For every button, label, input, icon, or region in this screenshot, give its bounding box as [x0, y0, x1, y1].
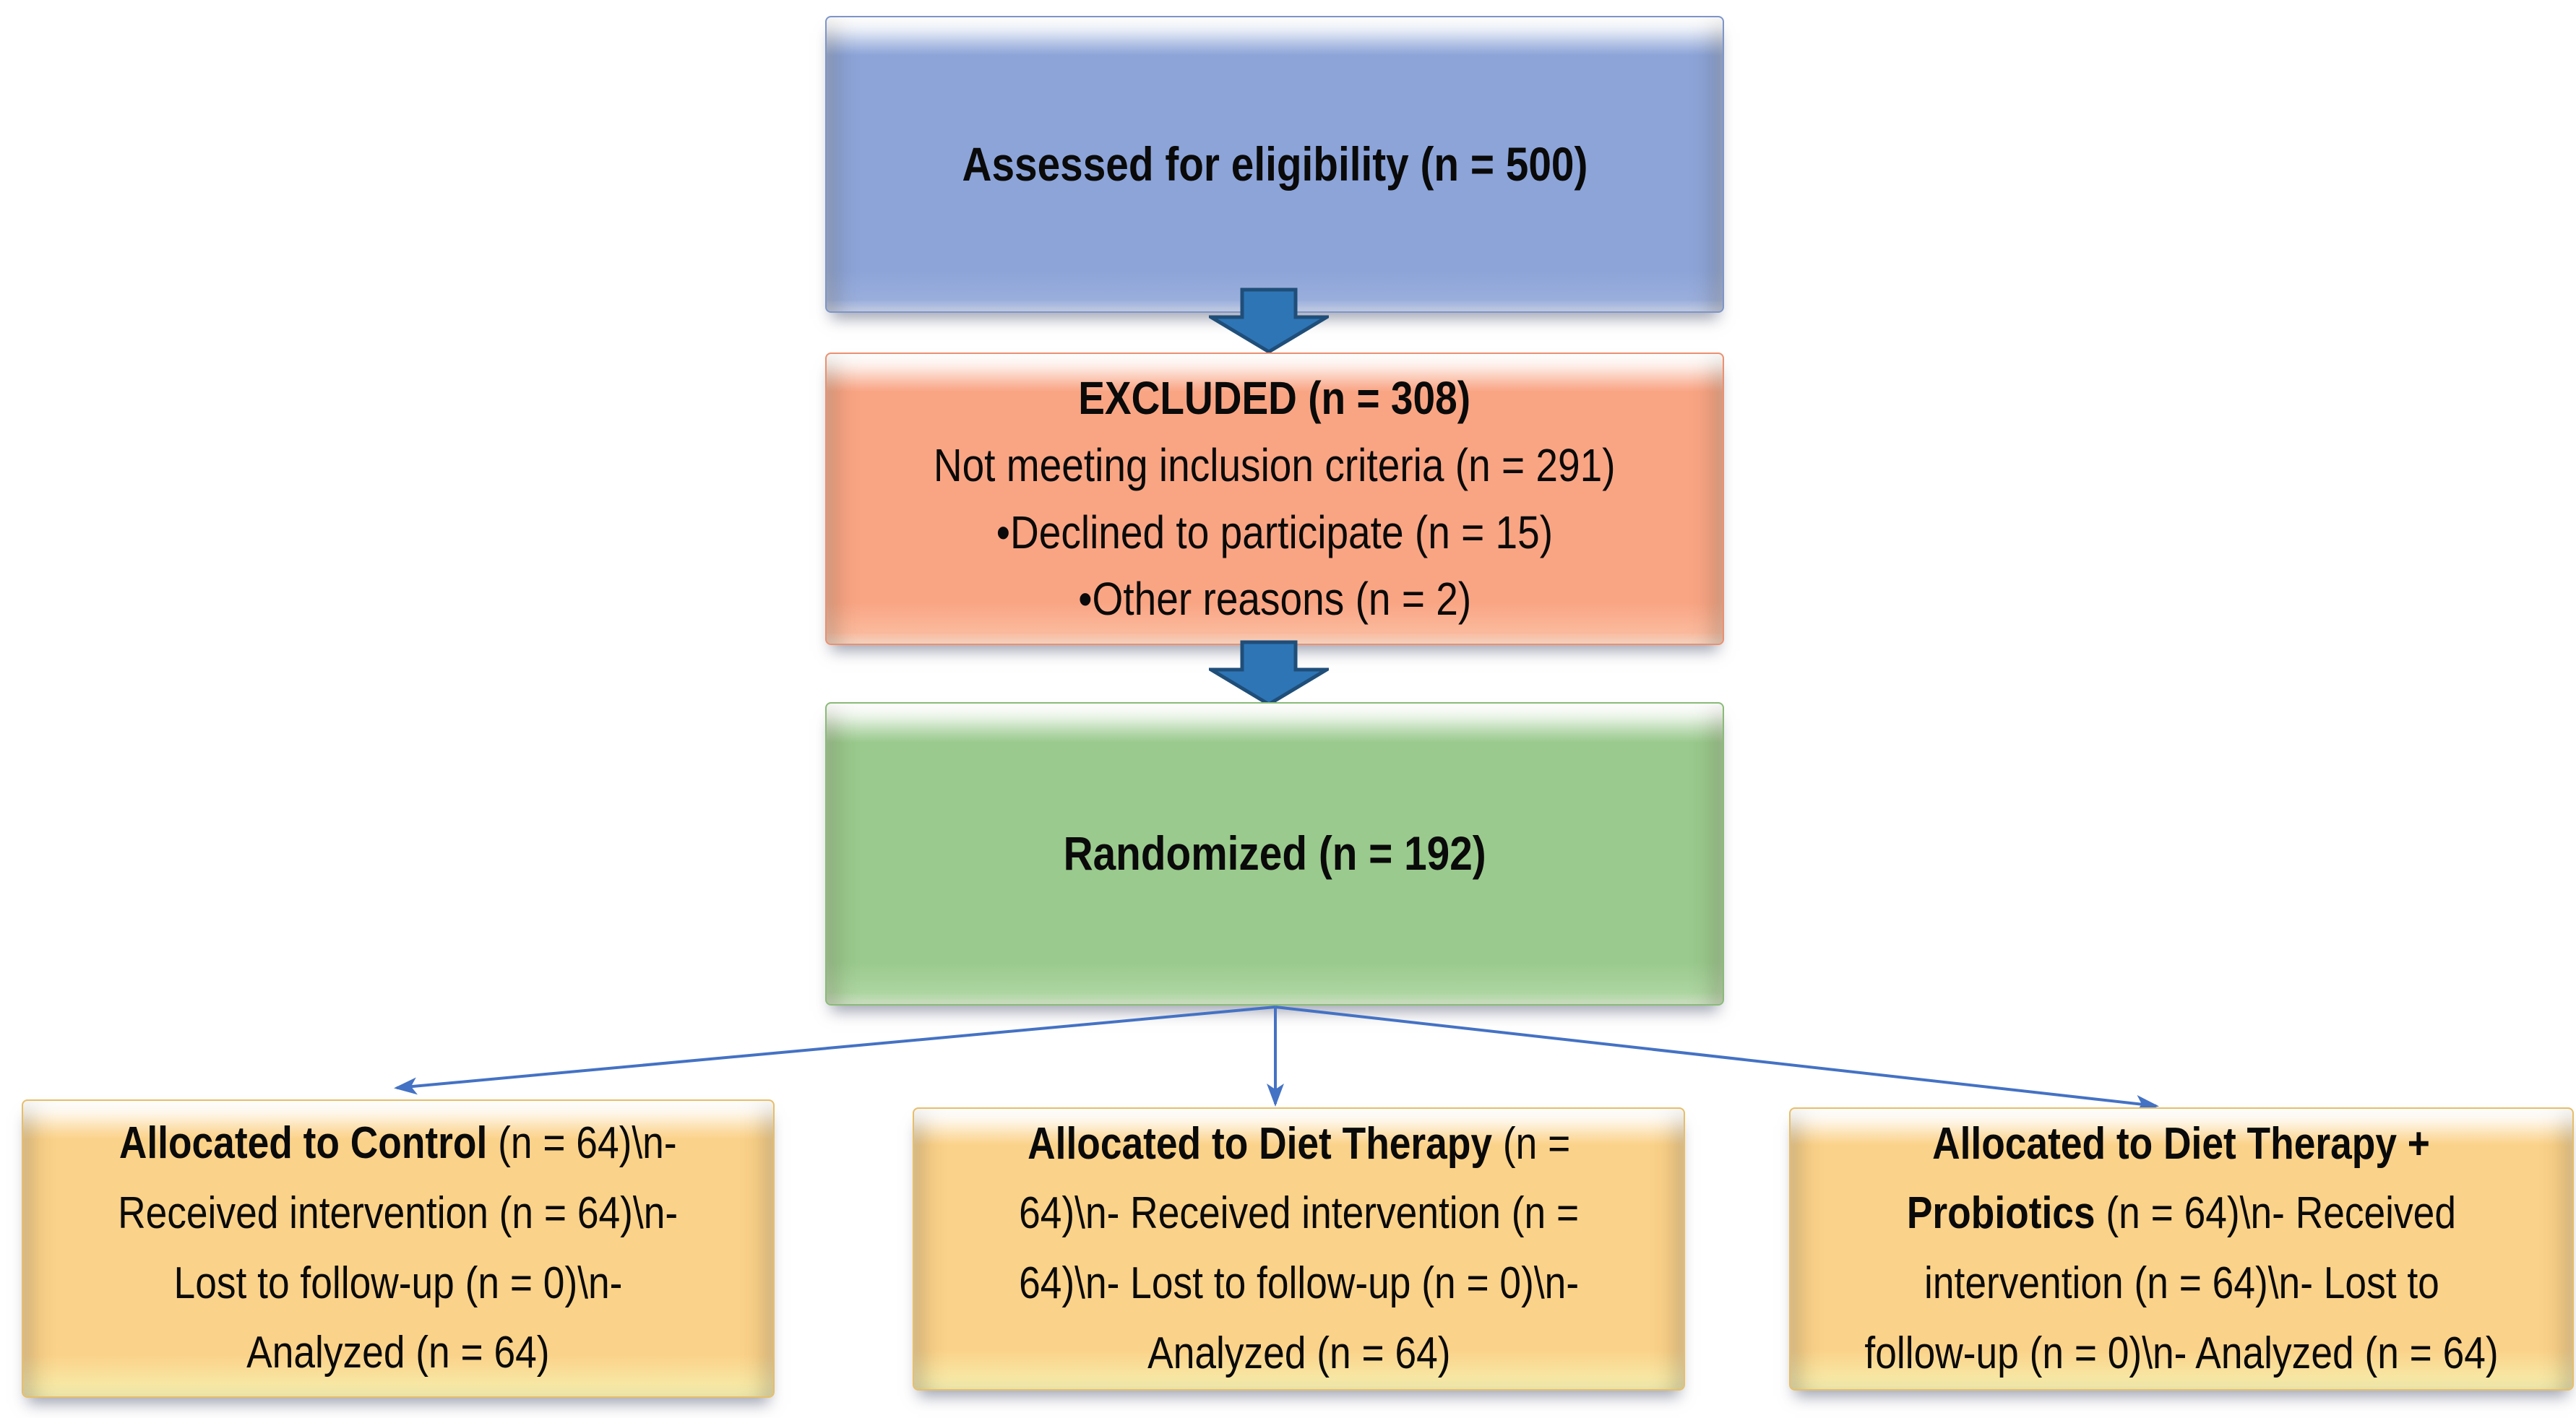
- node-randomized-label: Randomized (n = 192): [1063, 826, 1486, 881]
- node-excluded-reason: Not meeting inclusion criteria (n = 291): [934, 438, 1616, 491]
- node-excluded: EXCLUDED (n = 308) Not meeting inclusion…: [825, 353, 1724, 645]
- allocation-line: Probiotics (n = 64)\n- Received: [1906, 1188, 2457, 1239]
- allocation-line: Allocated to Diet Therapy (n =: [1027, 1118, 1571, 1169]
- node-randomized: Randomized (n = 192): [825, 702, 1724, 1006]
- allocation-line: Analyzed (n = 64): [246, 1328, 550, 1378]
- node-excluded-reason: •Declined to participate (n = 15): [996, 506, 1554, 558]
- allocation-line: Allocated to Control (n = 64)\n-: [119, 1118, 677, 1169]
- node-allocated-control: Allocated to Control (n = 64)\n- Receive…: [22, 1099, 775, 1398]
- allocation-line: Lost to follow-up (n = 0)\n-: [173, 1258, 623, 1308]
- allocation-line: 64)\n- Received intervention (n =: [1018, 1188, 1580, 1239]
- node-allocated-diet-therapy-probiotics: Allocated to Diet Therapy + Probiotics (…: [1789, 1107, 2574, 1391]
- allocation-line: Analyzed (n = 64): [1147, 1328, 1451, 1378]
- allocation-line: 64)\n- Lost to follow-up (n = 0)\n-: [1019, 1258, 1579, 1308]
- connector-to-control: [394, 1006, 1276, 1095]
- node-assessed-label: Assessed for eligibility (n = 500): [962, 137, 1588, 191]
- node-assessed-for-eligibility: Assessed for eligibility (n = 500): [825, 16, 1724, 313]
- down-arrow-icon: [1209, 640, 1329, 706]
- node-allocated-diet-therapy: Allocated to Diet Therapy (n = 64)\n- Re…: [913, 1107, 1685, 1391]
- allocation-line: Allocated to Diet Therapy +: [1932, 1118, 2431, 1169]
- connector-to-diet-therapy-probiotics: [1275, 1006, 2159, 1112]
- node-excluded-title: EXCLUDED (n = 308): [1078, 371, 1471, 424]
- allocation-line: follow-up (n = 0)\n- Analyzed (n = 64): [1864, 1328, 2499, 1378]
- allocation-line: Received intervention (n = 64)\n-: [118, 1188, 679, 1238]
- node-excluded-reason: •Other reasons (n = 2): [1078, 573, 1471, 626]
- down-arrow-icon: [1209, 288, 1329, 354]
- allocation-line: intervention (n = 64)\n- Lost to: [1924, 1258, 2439, 1308]
